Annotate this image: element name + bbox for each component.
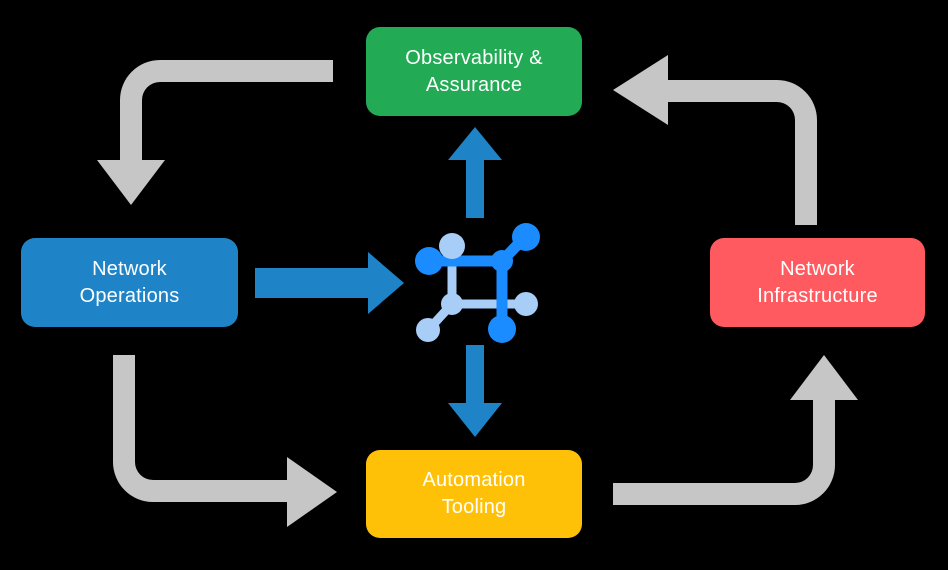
gray-arrow-observability-to-network-operations bbox=[97, 60, 333, 205]
network-icon-nodes bbox=[415, 223, 540, 343]
node-network-infrastructure[interactable]: Network Infrastructure bbox=[710, 238, 925, 327]
gray-arrow-network-operations-to-automation-tooling bbox=[113, 355, 337, 527]
blue-arrow-center-to-observability bbox=[448, 127, 502, 218]
node-automation-tooling[interactable]: Automation Tooling bbox=[366, 450, 582, 538]
gray-arrow-network-infrastructure-to-observability bbox=[613, 55, 817, 225]
blue-arrow-center-to-automation-tooling bbox=[448, 345, 502, 437]
node-observability-and-assurance[interactable]: Observability & Assurance bbox=[366, 27, 582, 116]
network-topology-icon bbox=[415, 223, 540, 343]
gray-arrow-automation-tooling-to-network-infrastructure bbox=[613, 355, 858, 505]
blue-arrow-network-operations-to-center bbox=[255, 252, 404, 314]
node-network-operations[interactable]: Network Operations bbox=[21, 238, 238, 327]
